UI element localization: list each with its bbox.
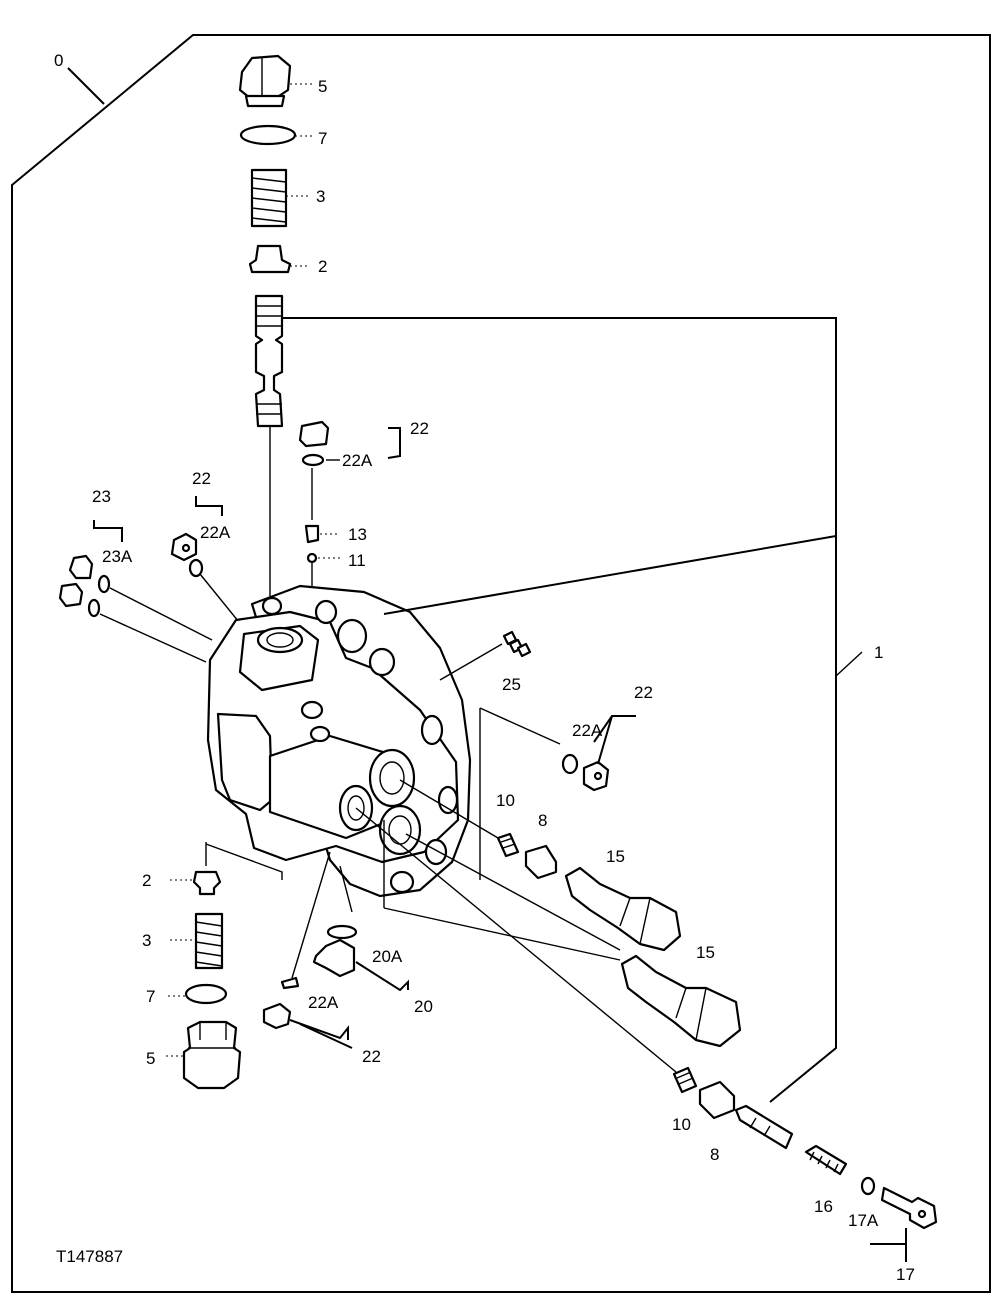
- sleeve-8-upper: [524, 844, 558, 880]
- callout-22-top: 22: [410, 419, 429, 438]
- callout-15-lower: 15: [696, 943, 715, 962]
- shaft-17: [734, 1104, 794, 1150]
- pins-25: [502, 630, 532, 658]
- callout-22A-right: 22A: [572, 721, 603, 740]
- callout-23: 23: [92, 487, 111, 506]
- callout-17A: 17A: [848, 1211, 879, 1230]
- callout-10-upper: 10: [496, 791, 515, 810]
- spring-3-top: [250, 168, 288, 228]
- o-ring-23A-lower: [87, 598, 101, 618]
- callout-20: 20: [414, 997, 433, 1016]
- plug-17: [880, 1186, 938, 1230]
- spring-16: [804, 1144, 848, 1176]
- poppet-2-top: [248, 244, 292, 274]
- callout-15-upper: 15: [606, 847, 625, 866]
- callout-10-lower: 10: [672, 1115, 691, 1134]
- relief-valve-15-upper: [564, 866, 682, 952]
- callout-22-left: 22: [192, 469, 211, 488]
- callout-22A-top: 22A: [342, 451, 373, 470]
- callout-17: 17: [896, 1265, 915, 1284]
- poppet-2-lower: [192, 870, 222, 896]
- callout-22-lower: 22: [362, 1047, 381, 1066]
- callout-0: 0: [54, 51, 63, 70]
- callout-2-lower: 2: [142, 871, 151, 890]
- callout-8-upper: 8: [538, 811, 547, 830]
- o-ring-7-lower: [184, 983, 228, 1005]
- callout-8-lower: 8: [710, 1145, 719, 1164]
- motor-housing: [206, 584, 472, 898]
- sleeve-8-lower: [698, 1080, 736, 1120]
- o-ring-23A-upper: [97, 574, 111, 594]
- callout-5-top: 5: [318, 77, 327, 96]
- callout-23A: 23A: [102, 547, 133, 566]
- callout-22-right: 22: [634, 683, 653, 702]
- callout-7-lower: 7: [146, 987, 155, 1006]
- o-ring-22A-lower: [280, 976, 300, 990]
- o-ring-22A-top: [301, 453, 325, 467]
- callout-2-top: 2: [318, 257, 327, 276]
- callout-20A: 20A: [372, 947, 403, 966]
- plug-5-top: [238, 54, 292, 108]
- spring-3-lower: [194, 912, 224, 970]
- callout-13: 13: [348, 525, 367, 544]
- figure-id: T147887: [56, 1247, 123, 1266]
- callout-16: 16: [814, 1197, 833, 1216]
- check-valve-13: [304, 524, 320, 544]
- callout-3-top: 3: [316, 187, 325, 206]
- plug-22-lower: [262, 1002, 292, 1030]
- o-ring-7-top: [239, 124, 297, 146]
- plug-22-top: [298, 420, 330, 448]
- spring-10-lower: [672, 1066, 698, 1094]
- o-ring-17A: [860, 1176, 876, 1196]
- relief-valve-15-lower: [620, 954, 742, 1048]
- plug-5-lower: [182, 1020, 242, 1090]
- callout-22A-lower: 22A: [308, 993, 339, 1012]
- o-ring-20A: [326, 924, 358, 940]
- callout-22A-left: 22A: [200, 523, 231, 542]
- fitting-20: [312, 938, 356, 978]
- callout-5-lower: 5: [146, 1049, 155, 1068]
- callout-1: 1: [874, 643, 883, 662]
- spring-10-upper: [496, 832, 520, 858]
- ball-11: [306, 552, 318, 564]
- callout-7-top: 7: [318, 129, 327, 148]
- o-ring-22A-right: [561, 753, 579, 775]
- o-ring-22A-left: [188, 558, 204, 578]
- callout-11: 11: [348, 551, 366, 570]
- callout-3-lower: 3: [142, 931, 151, 950]
- diagram-frame: [11, 34, 991, 1293]
- plug-23-lower: [58, 582, 84, 608]
- plug-23-upper: [68, 554, 94, 580]
- spool-assembly: [254, 294, 284, 428]
- callout-25: 25: [502, 675, 521, 694]
